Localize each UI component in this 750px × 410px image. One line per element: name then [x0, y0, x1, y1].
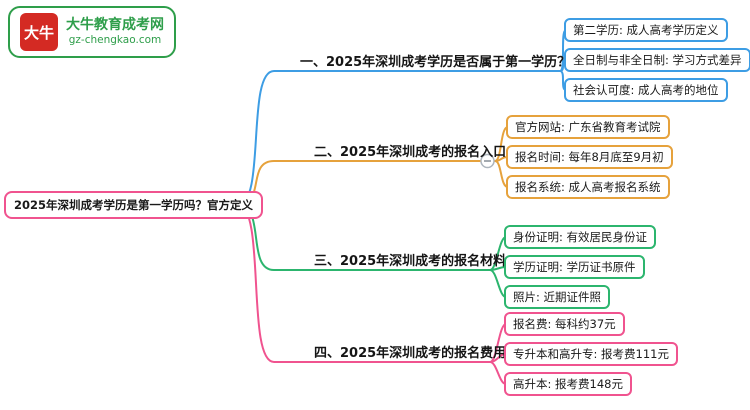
leaf-node[interactable]: 高升本: 报考费148元 [504, 372, 632, 396]
branch-4-label[interactable]: 四、2025年深圳成考的报名费用 [314, 346, 507, 361]
branch-3-label[interactable]: 三、2025年深圳成考的报名材料 [314, 254, 507, 269]
branch-2-label[interactable]: 二、2025年深圳成考的报名入口 [314, 145, 507, 160]
leaf-node[interactable]: 社会认可度: 成人高考的地位 [564, 78, 728, 102]
logo-subtitle: gz-chengkao.com [68, 34, 162, 47]
leaf-node[interactable]: 报名费: 每科约37元 [504, 312, 625, 336]
leaf-node[interactable]: 身份证明: 有效居民身份证 [504, 225, 657, 249]
leaf-node[interactable]: 报名系统: 成人高考报名系统 [506, 175, 670, 199]
root-node[interactable]: 2025年深圳成考学历是第一学历吗？官方定义 [4, 191, 264, 219]
leaf-node[interactable]: 照片: 近期证件照 [504, 285, 611, 309]
branch-1-label[interactable]: 一、2025年深圳成考学历是否属于第一学历？ [300, 55, 571, 70]
leaf-node[interactable]: 全日制与非全日制: 学习方式差异 [564, 48, 750, 72]
logo-mark-icon: 大牛 [20, 13, 58, 51]
leaf-node[interactable]: 报名时间: 每年8月底至9月初 [506, 145, 673, 169]
site-logo[interactable]: 大牛 大牛教育成考网 gz-chengkao.com [8, 6, 176, 58]
logo-text: 大牛教育成考网 gz-chengkao.com [66, 17, 164, 47]
collapse-toggle[interactable] [480, 153, 495, 169]
logo-title: 大牛教育成考网 [66, 16, 164, 33]
leaf-node[interactable]: 第二学历: 成人高考学历定义 [564, 18, 728, 42]
leaf-node[interactable]: 学历证明: 学历证书原件 [504, 255, 645, 279]
leaf-node[interactable]: 官方网站: 广东省教育考试院 [506, 115, 670, 139]
leaf-node[interactable]: 专升本和高升专: 报考费111元 [504, 342, 678, 366]
branch-2-lines [237, 126, 509, 206]
